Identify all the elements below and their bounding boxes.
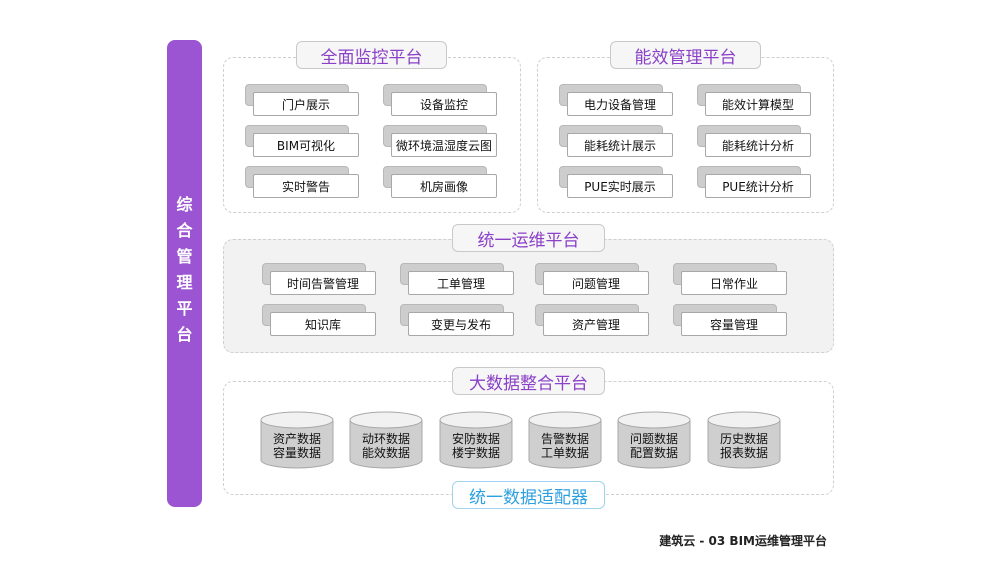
adapter-title: 统一数据适配器 xyxy=(452,481,605,509)
footer-caption: 建筑云 - 03 BIM运维管理平台 xyxy=(659,534,827,548)
cylinder-icon xyxy=(707,411,781,469)
energy-item[interactable]: 电力设备管理 xyxy=(559,84,673,116)
cylinder-line: 资产数据 xyxy=(272,432,321,446)
cylinder-icon xyxy=(528,411,602,469)
monitor-item[interactable]: 设备监控 xyxy=(383,84,497,116)
cylinder-label: 安防数据楼宇数据 xyxy=(439,432,513,460)
side-label-char: 理 xyxy=(176,273,193,292)
side-label-char: 管 xyxy=(176,247,193,266)
side-label-char: 平 xyxy=(176,299,193,318)
monitor-item[interactable]: BIM可视化 xyxy=(245,125,359,157)
cylinder-line: 问题数据 xyxy=(629,432,678,446)
monitor-item[interactable]: 微环境温湿度云图 xyxy=(383,125,497,157)
energy-item[interactable]: 能效计算模型 xyxy=(697,84,811,116)
monitor-item[interactable]: 实时警告 xyxy=(245,166,359,198)
cylinder-icon xyxy=(439,411,513,469)
monitor-item[interactable]: 门户展示 xyxy=(245,84,359,116)
data-cylinder[interactable]: 告警数据工单数据 xyxy=(528,410,602,470)
data-cylinder[interactable]: 历史数据报表数据 xyxy=(707,410,781,470)
cylinder-line: 配置数据 xyxy=(629,446,678,460)
cylinder-line: 安防数据 xyxy=(451,432,500,446)
cylinder-line: 楼宇数据 xyxy=(451,446,500,460)
ops-item[interactable]: 容量管理 xyxy=(673,304,787,336)
energy-item[interactable]: 能耗统计展示 xyxy=(559,125,673,157)
monitor-title: 全面监控平台 xyxy=(296,41,447,69)
cylinder-line: 报表数据 xyxy=(719,446,768,460)
data-cylinder[interactable]: 动环数据能效数据 xyxy=(349,410,423,470)
cylinder-label: 历史数据报表数据 xyxy=(707,432,781,460)
cylinder-icon xyxy=(349,411,423,469)
cylinder-line: 历史数据 xyxy=(719,432,768,446)
cylinder-line: 工单数据 xyxy=(540,446,589,460)
cylinder-label: 动环数据能效数据 xyxy=(349,432,423,460)
ops-item[interactable]: 知识库 xyxy=(262,304,376,336)
cylinder-icon xyxy=(617,411,691,469)
ops-item[interactable]: 工单管理 xyxy=(400,263,514,295)
data-cylinder[interactable]: 资产数据容量数据 xyxy=(260,410,334,470)
cylinder-line: 容量数据 xyxy=(272,446,321,460)
ops-title: 统一运维平台 xyxy=(452,224,605,252)
ops-item[interactable]: 日常作业 xyxy=(673,263,787,295)
cylinder-line: 能效数据 xyxy=(361,446,410,460)
side-label-char: 合 xyxy=(176,221,193,240)
ops-item[interactable]: 资产管理 xyxy=(535,304,649,336)
ops-item[interactable]: 变更与发布 xyxy=(400,304,514,336)
side-label-char: 综 xyxy=(176,195,193,214)
side-bar: 综 合 管 理 平 台 xyxy=(167,40,202,507)
cylinder-label: 资产数据容量数据 xyxy=(260,432,334,460)
ops-item[interactable]: 时间告警管理 xyxy=(262,263,376,295)
data-cylinder[interactable]: 安防数据楼宇数据 xyxy=(439,410,513,470)
energy-title: 能效管理平台 xyxy=(610,41,761,69)
bigdata-title: 大数据整合平台 xyxy=(452,367,605,395)
data-cylinder[interactable]: 问题数据配置数据 xyxy=(617,410,691,470)
energy-item[interactable]: 能耗统计分析 xyxy=(697,125,811,157)
side-label: 综 合 管 理 平 台 xyxy=(167,192,202,348)
cylinder-line: 动环数据 xyxy=(361,432,410,446)
cylinder-label: 问题数据配置数据 xyxy=(617,432,691,460)
cylinder-label: 告警数据工单数据 xyxy=(528,432,602,460)
ops-item[interactable]: 问题管理 xyxy=(535,263,649,295)
energy-item[interactable]: PUE实时展示 xyxy=(559,166,673,198)
side-label-char: 台 xyxy=(176,325,193,344)
cylinder-icon xyxy=(260,411,334,469)
energy-item[interactable]: PUE统计分析 xyxy=(697,166,811,198)
cylinder-line: 告警数据 xyxy=(540,432,589,446)
monitor-item[interactable]: 机房画像 xyxy=(383,166,497,198)
